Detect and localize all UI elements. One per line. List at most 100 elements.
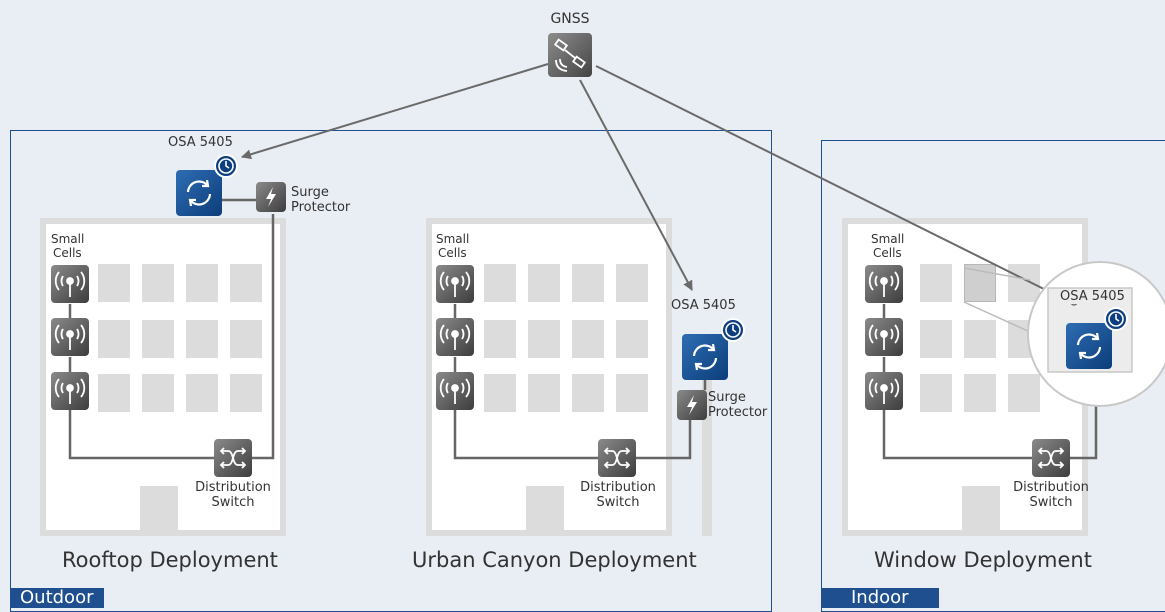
rooftop-cells-label-line2: Cells: [53, 246, 82, 260]
window-pane: [964, 320, 996, 358]
urban-small-cell[interactable]: [436, 318, 474, 356]
mounting-pole: [702, 380, 712, 536]
window-pane: [528, 320, 560, 358]
door: [962, 486, 1000, 530]
rooftop-switch-label-line1: Distribution: [195, 480, 271, 495]
rooftop-small-cell[interactable]: [51, 318, 89, 356]
window-pane: [98, 320, 130, 358]
antenna-icon: [54, 324, 86, 350]
window-pane: [484, 374, 516, 412]
urban-title: Urban Canyon Deployment: [412, 548, 697, 572]
rooftop-title: Rooftop Deployment: [62, 548, 278, 572]
window-small-cell[interactable]: [865, 318, 903, 356]
sync-icon: [1076, 332, 1102, 360]
clock-icon: [1104, 307, 1128, 331]
window-pane: [1008, 264, 1040, 302]
urban-switch-label-line2: Switch: [596, 495, 640, 510]
switch-arrows-icon: [1037, 447, 1065, 469]
urban-distribution-switch[interactable]: [598, 439, 636, 477]
urban-small-cell[interactable]: [436, 265, 474, 303]
gnss-link-window: [595, 65, 1061, 298]
antenna-icon: [54, 378, 86, 404]
window-pane: [920, 320, 952, 358]
satellite-icon: [553, 38, 587, 72]
gnss-device[interactable]: [548, 33, 592, 77]
antenna-icon: [868, 378, 900, 404]
rooftop-distribution-switch[interactable]: [214, 439, 252, 477]
window-pane: [142, 374, 174, 412]
rooftop-small-cell[interactable]: [51, 372, 89, 410]
urban-osa-device[interactable]: [682, 334, 728, 380]
window-pane: [616, 264, 648, 302]
window-pane: [484, 264, 516, 302]
rooftop-small-cell[interactable]: [51, 265, 89, 303]
rooftop-osa-label: OSA 5405: [168, 135, 233, 150]
gnss-link-urban: [579, 79, 693, 291]
urban-switch-label-line1: Distribution: [580, 480, 656, 495]
window-pane: [528, 374, 560, 412]
urban-small-cell[interactable]: [436, 372, 474, 410]
window-pane: [616, 374, 648, 412]
antenna-icon: [439, 324, 471, 350]
window-pane: [98, 264, 130, 302]
antenna-icon: [439, 378, 471, 404]
window-title: Window Deployment: [874, 548, 1092, 572]
door: [140, 486, 178, 530]
window-pane: [230, 264, 262, 302]
switch-arrows-icon: [219, 447, 247, 469]
outdoor-tag: Outdoor: [10, 588, 104, 608]
rooftop-switch-label-line2: Switch: [211, 495, 255, 510]
antenna-icon: [868, 324, 900, 350]
switch-arrows-icon: [603, 447, 631, 469]
window-pane: [572, 264, 604, 302]
indoor-tag: Indoor: [821, 588, 939, 608]
antenna-icon: [439, 271, 471, 297]
rooftop-osa-device[interactable]: [176, 170, 222, 216]
window-pane: [572, 320, 604, 358]
window-small-cell[interactable]: [865, 265, 903, 303]
urban-osa-label: OSA 5405: [671, 298, 736, 313]
window-pane: [142, 320, 174, 358]
window-pane: [98, 374, 130, 412]
window-pane: [920, 374, 952, 412]
window-pane: [964, 374, 996, 412]
urban-surge-label-line1: Surge: [708, 390, 746, 405]
window-pane: [186, 320, 218, 358]
rooftop-surge-label-line2: Protector: [291, 200, 351, 215]
window-pane: [230, 320, 262, 358]
rooftop-cells-label-line1: Small: [51, 232, 85, 246]
window-pane: [920, 264, 952, 302]
gnss-link-rooftop: [241, 63, 549, 160]
urban-cells-label-line2: Cells: [438, 246, 467, 260]
window-pane: [186, 374, 218, 412]
urban-cells-label-line1: Small: [436, 232, 470, 246]
lightning-icon: [687, 395, 697, 415]
window-switch-label-line1: Distribution: [1013, 480, 1089, 495]
sync-icon: [692, 343, 718, 371]
sync-icon: [186, 179, 212, 207]
window-switch-label-line2: Switch: [1029, 495, 1073, 510]
window-pane: [186, 264, 218, 302]
window-distribution-switch[interactable]: [1032, 439, 1070, 477]
window-osa-device[interactable]: [1066, 323, 1112, 369]
window-pane: [572, 374, 604, 412]
window-pane: [230, 374, 262, 412]
window-osa-label: OSA 5405: [1060, 289, 1125, 304]
door: [526, 486, 564, 530]
window-cells-label-line1: Small: [871, 232, 905, 246]
window-small-cell[interactable]: [865, 372, 903, 410]
window-pane: [142, 264, 174, 302]
rooftop-surge-label-line1: Surge: [291, 185, 329, 200]
rooftop-surge-protector[interactable]: [256, 182, 286, 212]
window-pane: [616, 320, 648, 358]
window-pane: [1008, 374, 1040, 412]
antenna-icon: [54, 271, 86, 297]
antenna-icon: [868, 271, 900, 297]
gnss-label: GNSS: [550, 11, 590, 27]
lightning-icon: [266, 187, 276, 207]
window-pane: [528, 264, 560, 302]
urban-surge-label-line2: Protector: [708, 405, 768, 420]
urban-surge-protector[interactable]: [677, 390, 707, 420]
